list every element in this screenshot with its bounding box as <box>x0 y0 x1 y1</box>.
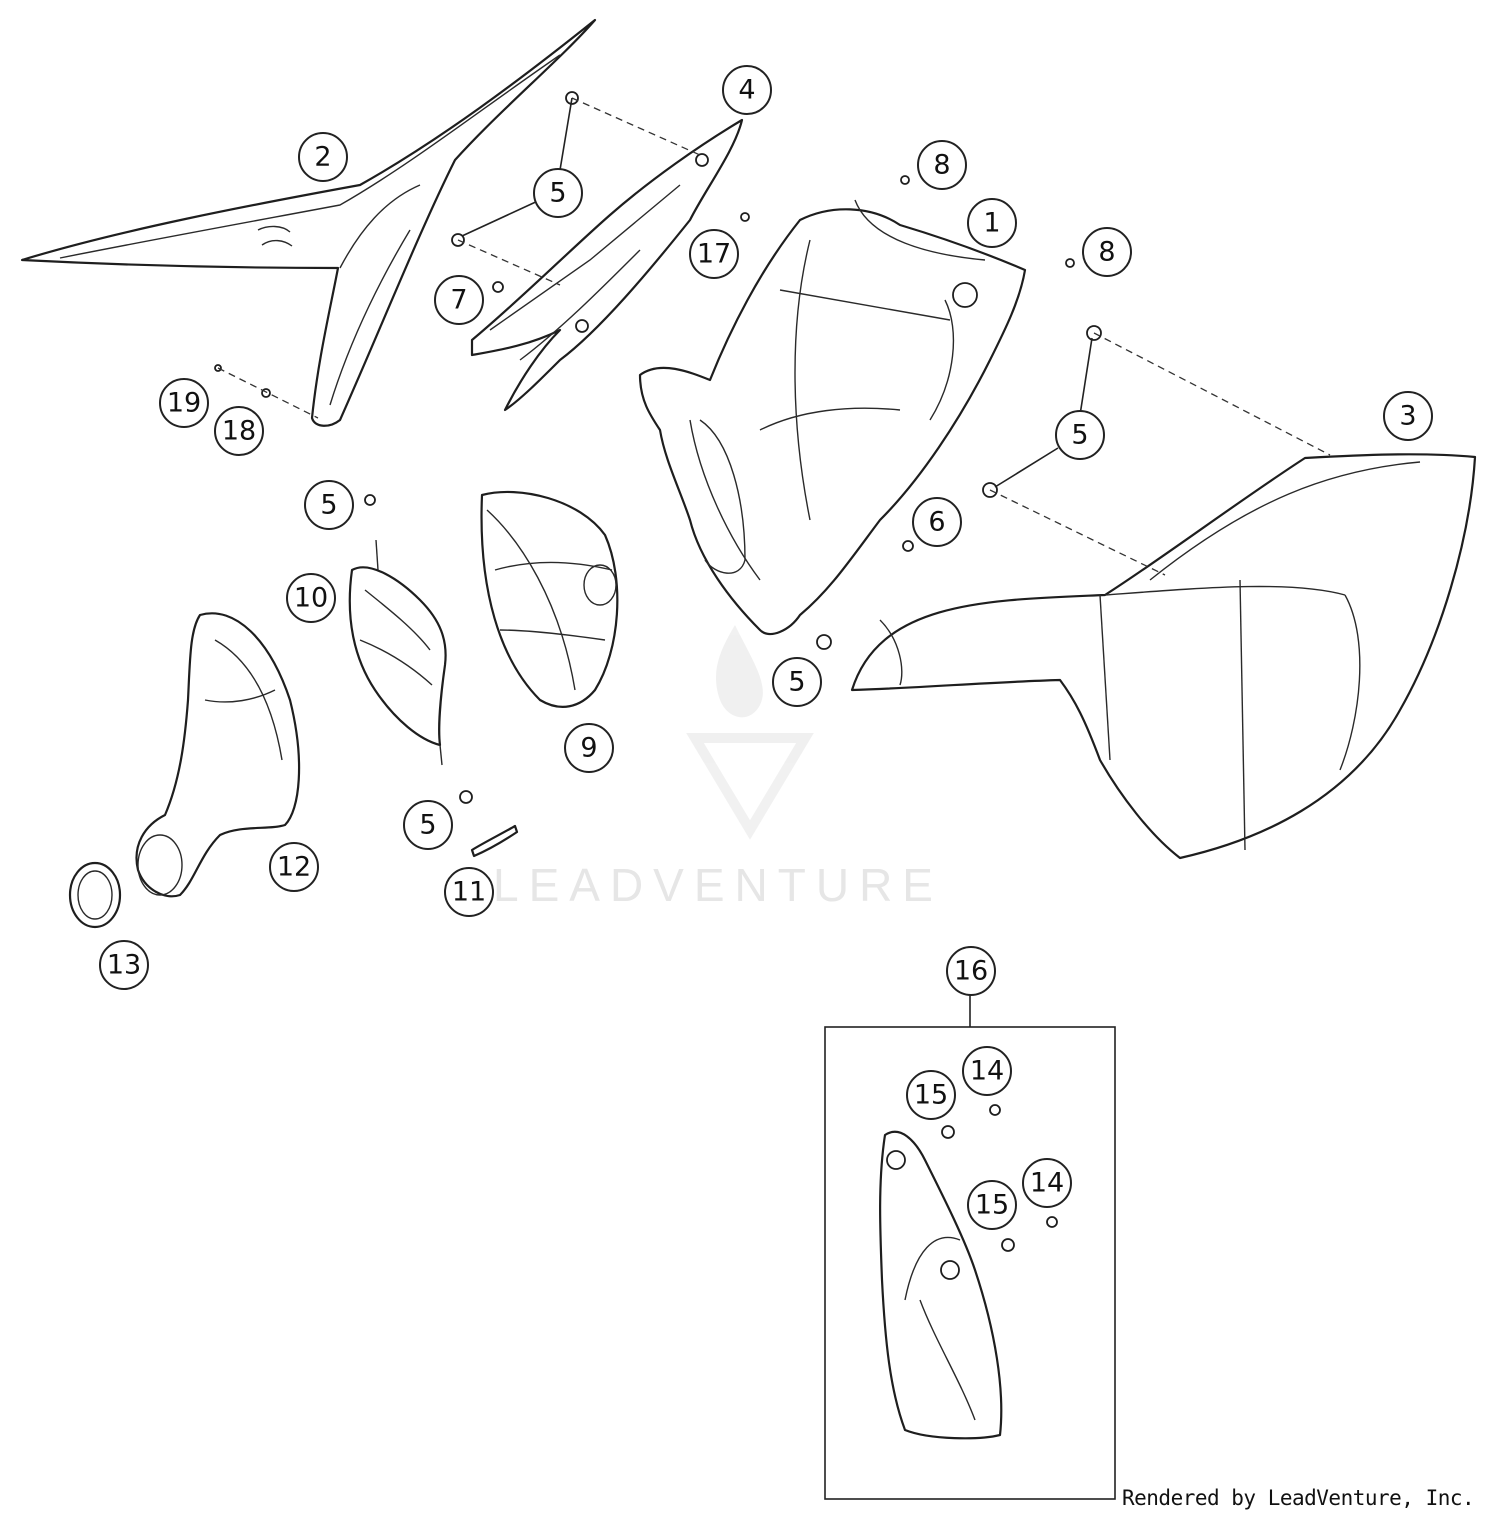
callout-5: 5 <box>772 657 822 707</box>
callout-5: 5 <box>403 800 453 850</box>
render-credit: Rendered by LeadVenture, Inc. <box>1122 1486 1475 1510</box>
part-3-side-cover-right <box>850 453 1477 860</box>
svg-text:3: 3 <box>1399 401 1416 432</box>
callout-14: 14 <box>1022 1158 1072 1208</box>
svg-text:7: 7 <box>450 285 467 316</box>
callout-5: 5 <box>533 168 583 218</box>
svg-text:8: 8 <box>933 150 950 181</box>
callout-5: 5 <box>304 480 354 530</box>
svg-text:1: 1 <box>983 208 1000 239</box>
svg-text:10: 10 <box>294 583 328 614</box>
svg-text:5: 5 <box>419 810 436 841</box>
callout-12: 12 <box>269 842 319 892</box>
callout-16: 16 <box>946 946 996 996</box>
svg-text:13: 13 <box>107 950 141 981</box>
callout-4: 4 <box>722 65 772 115</box>
svg-text:16: 16 <box>954 956 988 987</box>
callout-14: 14 <box>962 1046 1012 1096</box>
callout-2: 2 <box>298 132 348 182</box>
callout-15: 15 <box>967 1180 1017 1230</box>
callout-10: 10 <box>286 573 336 623</box>
part-9-filter-cage <box>480 490 619 708</box>
callout-17: 17 <box>689 229 739 279</box>
part-13-clamp <box>68 861 122 929</box>
svg-text:14: 14 <box>970 1056 1004 1087</box>
svg-text:9: 9 <box>580 733 597 764</box>
part-1-airbox <box>638 199 1027 636</box>
svg-text:5: 5 <box>320 490 337 521</box>
svg-text:2: 2 <box>314 142 331 173</box>
part-11-clip <box>470 824 519 858</box>
callout-13: 13 <box>99 940 149 990</box>
part-16-cover-kit <box>879 1130 1003 1440</box>
callout-19: 19 <box>159 378 209 428</box>
part-4-air-intake-cover <box>470 118 744 412</box>
callout-11: 11 <box>444 867 494 917</box>
svg-text:11: 11 <box>452 877 486 908</box>
svg-text:19: 19 <box>167 388 201 419</box>
callout-7: 7 <box>434 275 484 325</box>
callout-1: 1 <box>967 198 1017 248</box>
part-2-side-cover-left <box>20 18 597 427</box>
svg-text:4: 4 <box>738 75 755 106</box>
callout-15: 15 <box>906 1070 956 1120</box>
leader-lines <box>217 97 1331 576</box>
svg-text:15: 15 <box>975 1190 1009 1221</box>
svg-text:14: 14 <box>1030 1168 1064 1199</box>
svg-text:6: 6 <box>928 507 945 538</box>
watermark-text: LEADVENTURE <box>493 859 943 911</box>
svg-text:18: 18 <box>222 416 256 447</box>
callout-5: 5 <box>1055 410 1105 460</box>
svg-text:8: 8 <box>1098 237 1115 268</box>
watermark-logo <box>686 625 814 840</box>
svg-text:5: 5 <box>788 667 805 698</box>
callout-18: 18 <box>214 406 264 456</box>
callout-3: 3 <box>1383 391 1433 441</box>
svg-text:12: 12 <box>277 852 311 883</box>
callout-6: 6 <box>912 497 962 547</box>
svg-text:15: 15 <box>914 1080 948 1111</box>
part-10-filter-support <box>348 539 447 766</box>
svg-text:5: 5 <box>549 178 566 209</box>
callout-8: 8 <box>917 140 967 190</box>
svg-text:17: 17 <box>697 239 731 270</box>
svg-text:5: 5 <box>1071 420 1088 451</box>
callout-9: 9 <box>564 723 614 773</box>
callout-8: 8 <box>1082 227 1132 277</box>
part-12-intake-boot <box>135 612 301 898</box>
